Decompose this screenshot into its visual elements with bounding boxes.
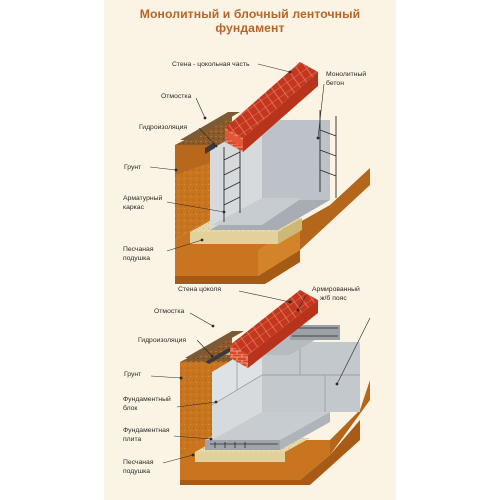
bottom-diagram xyxy=(180,290,370,485)
label-sand-cushion-top-1: Песчаная xyxy=(123,246,154,253)
top-brick-top xyxy=(225,62,318,138)
label-reinforced-belt-1: Армированный xyxy=(312,285,360,293)
label-foundation-slab-1: Фундаментная xyxy=(123,427,170,434)
label-monolithic-concrete-1: Монолитный xyxy=(326,70,366,78)
label-waterproofing-bottom: Гидроизоляция xyxy=(138,337,186,344)
top-sand-cushion xyxy=(190,232,278,244)
bottom-brick-top xyxy=(230,290,318,355)
label-sand-cushion-top-2: подушка xyxy=(123,255,150,262)
bottom-soil-right xyxy=(330,380,370,455)
leader-lines xyxy=(149,63,371,464)
top-concrete-side xyxy=(262,120,330,200)
label-sand-cushion-bottom-2: подушка xyxy=(123,468,150,475)
bottom-brick-front xyxy=(230,345,248,368)
page-title: Монолитный и блочный ленточный фундамент xyxy=(139,7,361,35)
label-foundation-block-1: Фундаментный xyxy=(123,395,171,403)
label-waterproofing-top: Гидроизоляция xyxy=(139,124,187,131)
bottom-brick-side xyxy=(248,300,318,368)
top-diagram xyxy=(175,62,370,284)
label-rebar-cage-2: каркас xyxy=(123,204,145,211)
label-soil-bottom: Грунт xyxy=(124,371,141,378)
label-rebar-cage-1: Арматурный xyxy=(123,194,163,202)
bottom-slab-rebar xyxy=(210,442,278,448)
bottom-block-side xyxy=(262,342,360,412)
bottom-sand-cushion xyxy=(195,452,285,462)
label-sand-cushion-bottom-1: Песчаная xyxy=(123,459,154,466)
label-wall-plinth: Стена - цокольная часть xyxy=(172,61,250,68)
top-soil-right xyxy=(300,168,370,250)
bottom-waterproofing xyxy=(205,346,236,364)
bottom-block-front xyxy=(212,375,262,440)
label-foundation-block-2: блок xyxy=(123,404,137,412)
bottom-foundation-slab-top xyxy=(205,412,330,440)
bottom-foundation-slab xyxy=(205,440,280,450)
label-monolithic-concrete-2: бетон xyxy=(326,79,344,87)
leader-dots xyxy=(174,70,339,457)
label-soil-top: Грунт xyxy=(124,164,141,171)
top-brick-side xyxy=(243,72,318,152)
top-concrete-front xyxy=(210,120,262,230)
label-plinth-wall: Стена цоколя xyxy=(178,286,221,293)
label-foundation-slab-2: плита xyxy=(123,436,141,443)
label-reinforced-belt-2: ж/б пояс xyxy=(320,294,347,302)
bottom-blind-area xyxy=(185,331,244,358)
top-waterproofing xyxy=(205,142,215,154)
label-blind-area-top: Отмостка xyxy=(161,93,191,100)
label-blind-area-bottom: Отмостка xyxy=(154,308,184,315)
top-rebar-cage xyxy=(223,110,337,222)
top-blind-area xyxy=(180,112,240,140)
